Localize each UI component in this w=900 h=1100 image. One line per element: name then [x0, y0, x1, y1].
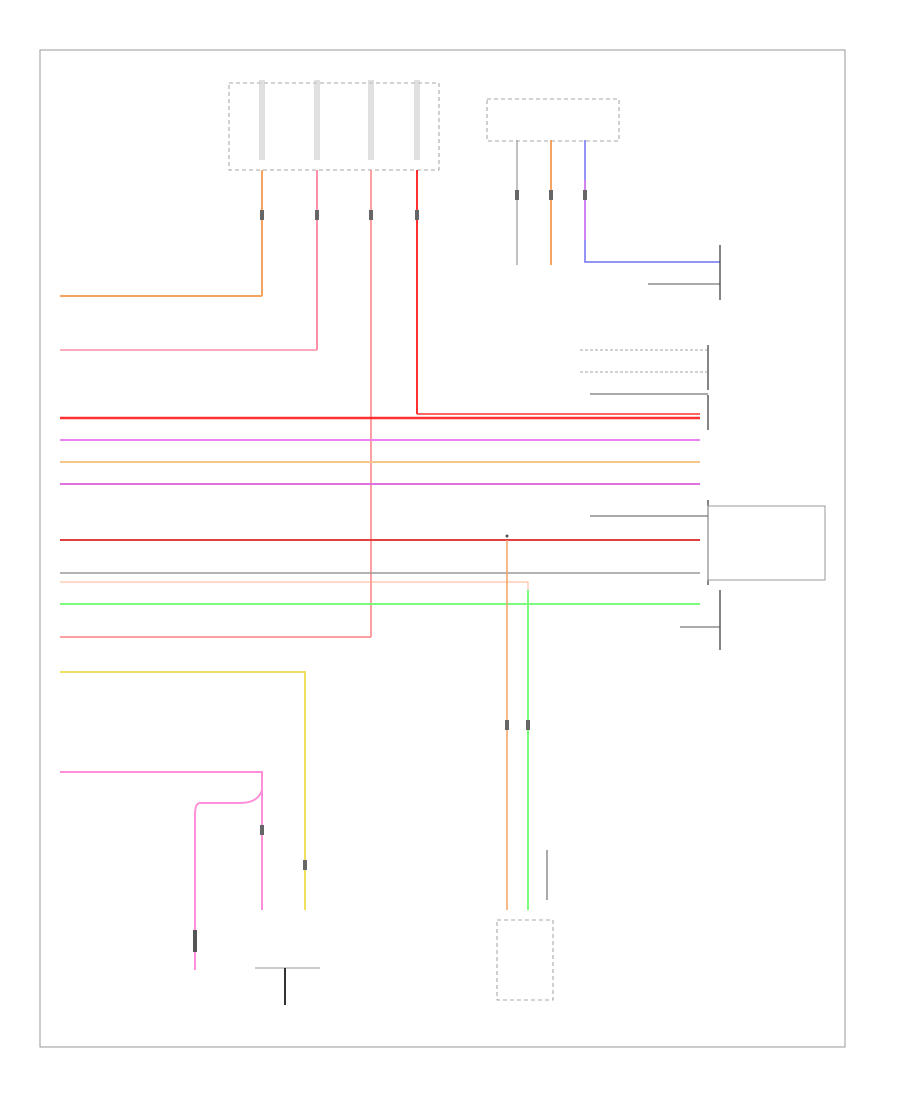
main-harness — [60, 295, 700, 970]
circuit-module — [486, 98, 620, 142]
fuse-4 — [414, 80, 420, 160]
circuit-module-drops — [516, 140, 720, 285]
fuse-drops — [261, 170, 418, 637]
bottom-left-lamp — [193, 930, 197, 952]
connector-marks — [260, 190, 587, 870]
mid-switch — [505, 534, 509, 538]
drop-blue — [584, 140, 720, 263]
fuse-3 — [368, 80, 374, 160]
right-module — [580, 245, 826, 650]
wire-yellow — [60, 671, 306, 910]
fuse-1 — [259, 80, 265, 160]
bottom-sensor — [255, 967, 320, 1005]
wire-salmon-thin — [60, 581, 529, 910]
bottom-switch-block — [496, 919, 554, 1001]
fuse-block — [228, 80, 440, 171]
wire-pink-bottom — [60, 771, 263, 910]
diagram-frame — [39, 49, 846, 1048]
wire-pink-branch — [194, 789, 263, 970]
fuse-2 — [314, 80, 320, 160]
